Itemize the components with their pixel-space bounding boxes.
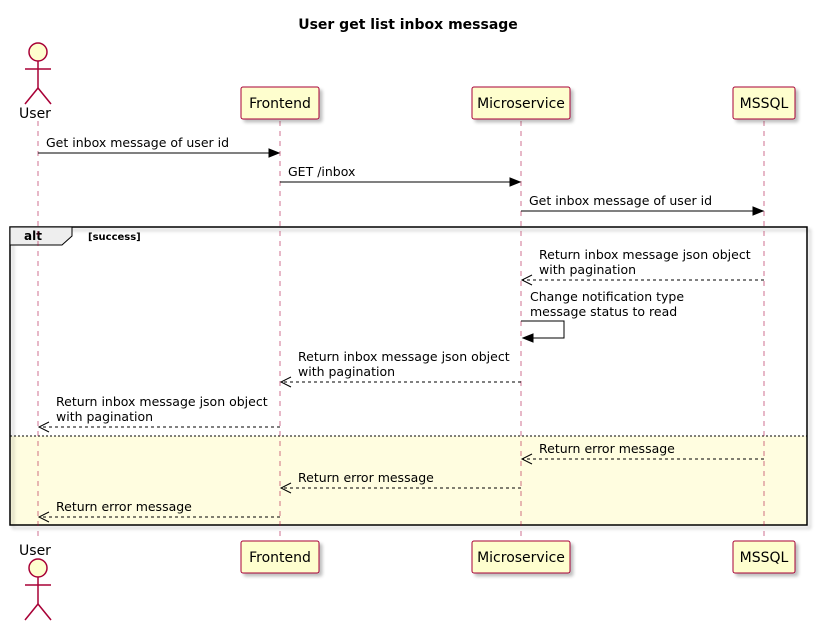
- participants-top: User Frontend Microservice MSSQL: [19, 42, 796, 122]
- participant-label: Frontend: [249, 96, 311, 112]
- arrow-head: [279, 376, 292, 388]
- alt-label-tab: [9, 226, 73, 246]
- message-label-line: GET /inbox: [288, 164, 355, 179]
- message-1: Get inbox message of user id: [38, 135, 281, 158]
- alt-else-region: [10, 436, 807, 525]
- participant-box: [240, 86, 320, 120]
- participant-box: [471, 86, 571, 120]
- participant-mssql-top: MSSQL: [732, 86, 796, 120]
- message-label-line: Return inbox message json object: [298, 349, 510, 364]
- actor-left-leg: [24, 87, 39, 105]
- arrow-head: [37, 511, 50, 523]
- message-label-line: with pagination: [56, 409, 153, 424]
- participant-microservice-bottom: Microservice: [471, 540, 571, 574]
- participant-frontend-bottom: Frontend: [240, 540, 320, 574]
- actor-left-leg: [24, 603, 39, 621]
- arrow-head: [268, 148, 281, 158]
- message-10: Return error message: [37, 499, 280, 523]
- participant-label: User: [19, 106, 51, 122]
- message-label-line: Return error message: [539, 441, 675, 456]
- arrow-head: [521, 333, 534, 343]
- participant-label: Microservice: [477, 96, 565, 112]
- message-5: Change notification type message status …: [521, 289, 684, 343]
- arrow-head: [279, 482, 292, 494]
- message-3: Get inbox message of user id: [521, 193, 765, 216]
- message-label-line: Return error message: [298, 470, 434, 485]
- actor-head: [28, 558, 48, 578]
- actor-figure-top: [24, 42, 52, 105]
- participant-frontend-top: Frontend: [240, 86, 320, 120]
- message-label-line: Get inbox message of user id: [529, 193, 712, 208]
- alt-frame: [9, 226, 808, 526]
- actor-right-leg: [37, 603, 52, 621]
- alt-fragment: alt [success]: [9, 226, 808, 526]
- message-8: Return error message: [520, 441, 764, 465]
- message-label-line: message status to read: [530, 304, 677, 319]
- actor-figure-bottom: [24, 558, 52, 621]
- arrow-head: [509, 177, 522, 187]
- arrow-head: [37, 421, 50, 433]
- actor-head: [28, 42, 48, 62]
- self-message-arrow: [521, 320, 565, 339]
- participant-label: Microservice: [477, 550, 565, 566]
- message-label-line: with pagination: [298, 364, 395, 379]
- message-label-line: Return inbox message json object: [56, 394, 268, 409]
- actor-right-leg: [37, 87, 52, 105]
- message-label-line: with pagination: [539, 262, 636, 277]
- message-label-line: Change notification type: [530, 289, 684, 304]
- participant-box: [732, 86, 796, 120]
- diagram-title: User get list inbox message: [298, 17, 518, 33]
- participant-label: MSSQL: [740, 96, 789, 112]
- participant-label: Frontend: [249, 550, 311, 566]
- participants-bottom: User Frontend Microservice MSSQL: [19, 540, 796, 621]
- message-label-line: Return error message: [56, 499, 192, 514]
- participant-box: [240, 540, 320, 574]
- arrow-head: [752, 206, 765, 216]
- message-label-line: Get inbox message of user id: [46, 135, 229, 150]
- participant-mssql-bottom: MSSQL: [732, 540, 796, 574]
- alt-guard: [success]: [88, 232, 141, 243]
- participant-label: MSSQL: [740, 550, 789, 566]
- arrow-head: [520, 453, 533, 465]
- message-9: Return error message: [279, 470, 521, 494]
- message-label-line: Return inbox message json object: [539, 247, 751, 262]
- participant-box: [471, 540, 571, 574]
- participant-box: [732, 540, 796, 574]
- alt-label: alt: [24, 229, 42, 243]
- arrow-head: [520, 274, 533, 286]
- participant-microservice-top: Microservice: [471, 86, 571, 120]
- message-2: GET /inbox: [280, 164, 522, 187]
- participant-label: User: [19, 543, 51, 559]
